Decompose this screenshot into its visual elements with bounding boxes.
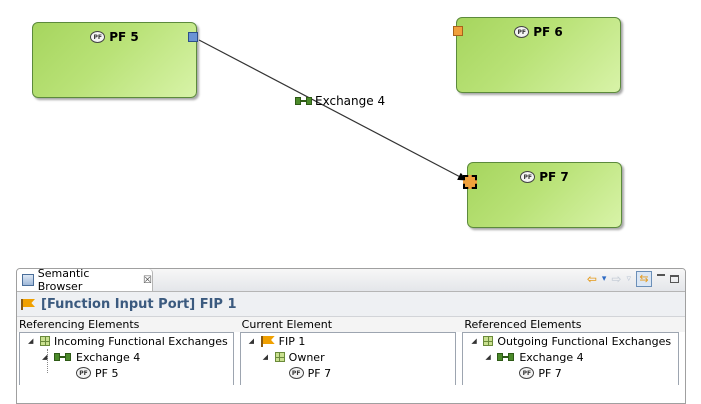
- category-icon: [274, 352, 285, 362]
- collapse-triangle-icon[interactable]: ◢: [28, 337, 34, 345]
- collapse-triangle-icon[interactable]: ◢: [248, 337, 255, 345]
- current-element-column: Current Element ◢ FIP 1 ◢ Owner PF PF 7: [239, 317, 463, 385]
- collapse-triangle-icon[interactable]: ◢: [262, 353, 269, 361]
- functional-exchange-icon: [497, 352, 515, 362]
- view-toolbar: ⇦ ▾ ⇨ ▿ ⇆: [587, 271, 679, 287]
- maximize-icon[interactable]: [670, 275, 679, 283]
- column-header: Referenced Elements: [462, 317, 685, 332]
- category-icon: [40, 336, 50, 346]
- referencing-elements-column: Referencing Elements ◢ Incoming Function…: [17, 317, 240, 385]
- tab-semantic-browser[interactable]: Semantic Browser ☒: [17, 268, 153, 293]
- back-arrow-icon[interactable]: ⇦: [586, 272, 597, 286]
- minimize-icon[interactable]: [657, 274, 665, 278]
- node-title-pf6: PF PF 6: [457, 25, 620, 39]
- tree-item-label: PF 7: [307, 366, 332, 380]
- tree-item-function[interactable]: PF PF 7: [288, 365, 332, 381]
- link-with-editor-toggle-icon[interactable]: ⇆: [636, 271, 652, 287]
- heading-text: [Function Input Port] FIP 1: [41, 296, 237, 312]
- pf-icon: PF: [288, 367, 304, 379]
- category-icon: [483, 336, 494, 346]
- tree-item-label: PF 5: [95, 366, 119, 380]
- referenced-tree[interactable]: ◢ Outgoing Functional Exchanges ◢ Exchan…: [462, 332, 680, 385]
- function-input-port-icon: [260, 336, 275, 347]
- tree-item-label: PF 7: [538, 366, 562, 380]
- tree-item-exchange[interactable]: ◢ Exchange 4: [485, 349, 583, 365]
- tree-item-owner-category[interactable]: ◢ Owner: [263, 349, 325, 365]
- pf-icon: PF: [519, 367, 535, 379]
- browser-columns: Referencing Elements ◢ Incoming Function…: [17, 317, 685, 385]
- tree-item-label: Owner: [288, 350, 325, 364]
- collapse-triangle-icon[interactable]: ◢: [42, 353, 48, 361]
- current-element-heading: [Function Input Port] FIP 1: [17, 292, 685, 317]
- tree-item-exchange[interactable]: ◢ Exchange 4: [42, 349, 140, 365]
- function-input-port-selected[interactable]: [463, 175, 477, 189]
- exchange-edge[interactable]: [0, 0, 701, 262]
- tree-item-label: Incoming Functional Exchanges: [54, 334, 228, 348]
- column-header: Referencing Elements: [17, 317, 240, 332]
- tree-item-category[interactable]: ◢ Incoming Functional Exchanges: [28, 333, 228, 349]
- pf-icon: PF: [514, 26, 530, 38]
- node-title-pf7: PF PF 7: [468, 170, 621, 184]
- functional-exchange-icon: [54, 352, 72, 362]
- function-node-pf6[interactable]: PF PF 6: [456, 17, 621, 93]
- semantic-browser-view: Semantic Browser ☒ ⇦ ▾ ⇨ ▿ ⇆ [Function I…: [16, 268, 686, 404]
- tree-item-label: Exchange 4: [519, 350, 584, 364]
- function-node-pf5[interactable]: PF PF 5: [32, 22, 197, 98]
- exchange-label[interactable]: Exchange 4: [295, 94, 385, 108]
- collapse-triangle-icon[interactable]: ◢: [471, 337, 477, 345]
- referencing-tree[interactable]: ◢ Incoming Functional Exchanges ◢ Exchan…: [19, 332, 234, 385]
- pf-icon: PF: [90, 31, 106, 43]
- diagram-canvas[interactable]: PF PF 5 PF PF 6 PF PF 7 Exchange 4: [0, 0, 701, 262]
- referenced-elements-column: Referenced Elements ◢ Outgoing Functiona…: [462, 317, 685, 385]
- node-title-pf5: PF PF 5: [33, 30, 196, 44]
- close-icon[interactable]: ☒: [143, 274, 152, 286]
- node-label: PF 5: [109, 30, 139, 44]
- functional-exchange-icon: [295, 96, 313, 106]
- collapse-triangle-icon[interactable]: ◢: [485, 353, 491, 361]
- tree-item-port[interactable]: ◢ FIP 1: [249, 333, 306, 349]
- exchange-name: Exchange 4: [315, 94, 386, 108]
- tree-item-label: Exchange 4: [76, 350, 141, 364]
- tab-label: Semantic Browser: [37, 268, 90, 293]
- node-label: PF 6: [533, 25, 563, 39]
- function-input-port-icon: [21, 299, 35, 310]
- function-node-pf7[interactable]: PF PF 7: [467, 162, 622, 228]
- tree-item-function[interactable]: PF PF 7: [519, 365, 562, 381]
- function-output-port[interactable]: [188, 32, 198, 42]
- view-tab-bar: Semantic Browser ☒ ⇦ ▾ ⇨ ▿ ⇆: [17, 268, 685, 293]
- node-label: PF 7: [539, 170, 569, 184]
- back-history-dropdown-icon[interactable]: ▾: [601, 274, 607, 284]
- forward-history-dropdown-icon[interactable]: ▿: [626, 274, 631, 284]
- semantic-browser-icon: [22, 274, 34, 286]
- forward-arrow-icon[interactable]: ⇨: [611, 272, 622, 286]
- tree-item-category[interactable]: ◢ Outgoing Functional Exchanges: [471, 333, 671, 349]
- column-header: Current Element: [239, 317, 463, 332]
- function-input-port[interactable]: [453, 26, 463, 36]
- current-element-tree[interactable]: ◢ FIP 1 ◢ Owner PF PF 7: [239, 332, 457, 385]
- tree-item-label: Outgoing Functional Exchanges: [497, 334, 672, 348]
- pf-icon: PF: [76, 367, 91, 379]
- pf-icon: PF: [520, 171, 536, 183]
- tree-item-function[interactable]: PF PF 5: [76, 365, 118, 381]
- tree-item-label: FIP 1: [278, 334, 306, 348]
